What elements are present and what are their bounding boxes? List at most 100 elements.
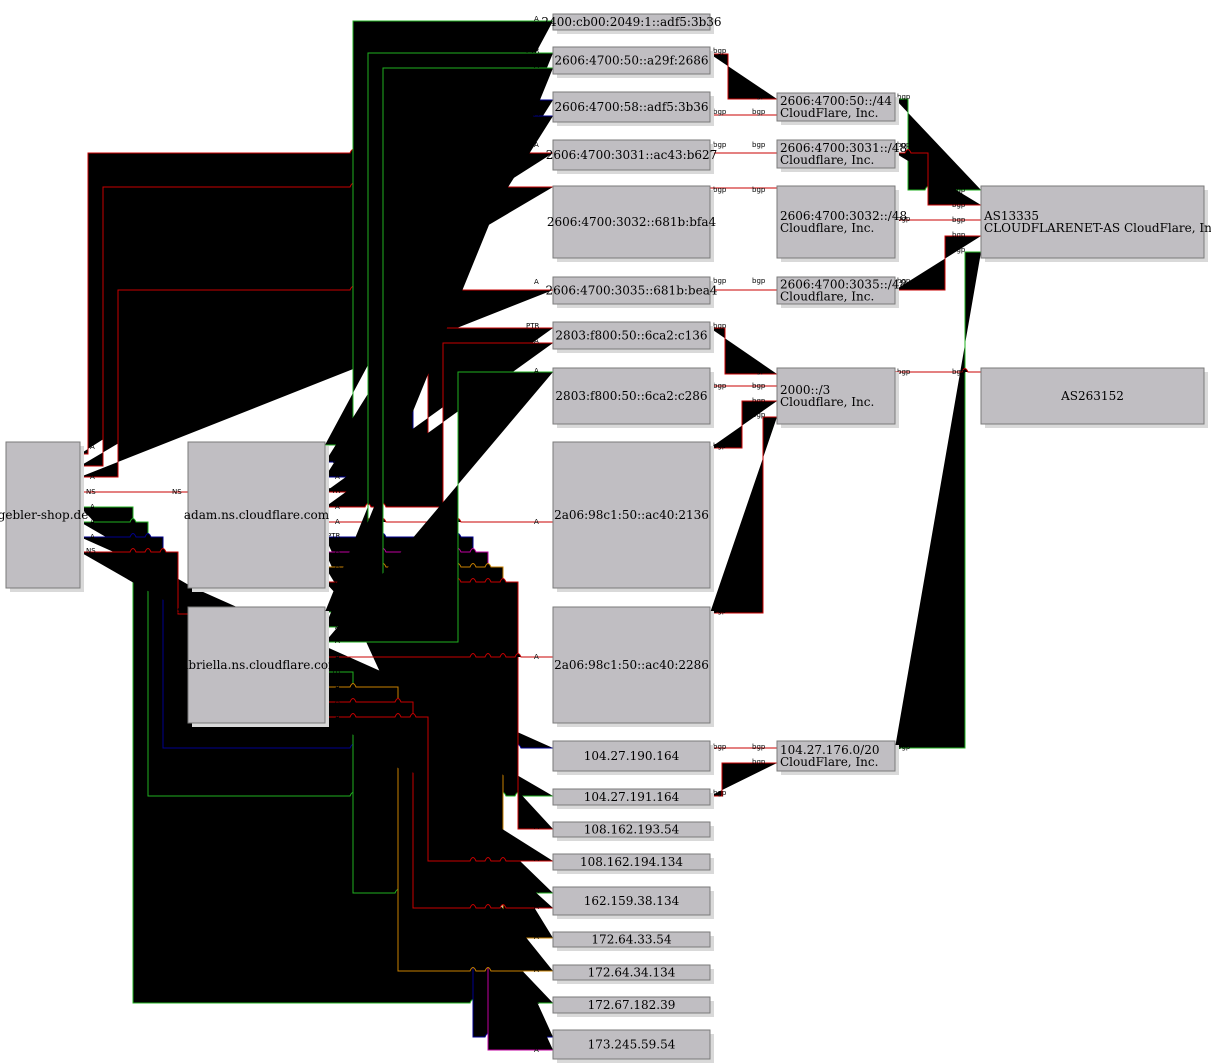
edge-gebler-ip-190-tail-label: A (90, 533, 95, 541)
edge-bgp-191-pfx104 (710, 762, 777, 797)
node-ip-3035[interactable]: 2606:4700:3035::681b:bea4 (546, 276, 718, 308)
node-ip-193[interactable]: 108.162.193.54 (552, 821, 714, 841)
node-ip-c286[interactable]: 2803:f800:50::6ca2:c286 (552, 367, 714, 428)
edge-bgp-a29f-pfx44 (710, 53, 777, 100)
edge-gabriella-ip-c286-head-label: A (534, 367, 539, 375)
node-box (980, 185, 1205, 259)
edge-bgp-3035-pfx3035-head-label: bgp (752, 277, 766, 285)
edge-gabriella-ip-34 (325, 683, 553, 972)
edge-gebler-ip-191-tail-label: A (90, 518, 95, 526)
node-ip-162[interactable]: 162.159.38.134 (552, 886, 714, 919)
edge-bgp-pfx3035-as13335 (895, 235, 981, 291)
node-box (776, 367, 896, 425)
node-label: 2606:4700:3035::/48 (780, 278, 907, 292)
node-ip-3031[interactable]: 2606:4700:3031::ac43:b627 (546, 139, 718, 174)
node-box (552, 853, 711, 871)
edge-bgp-c286-pfx2000-tail-label: bgp (713, 382, 727, 390)
edge-gebler-ip-3035-head-label: A (534, 278, 539, 286)
edge-adam-ip-173-ptr-tail-label: PTR (327, 532, 340, 540)
edge-gebler-ip-182-head-label: A (534, 998, 539, 1006)
edge-gabriella-ip-34-tail-label: A (335, 683, 340, 691)
node-label: 2606:4700:50::a29f:2686 (555, 54, 709, 68)
node-label: 2400:cb00:2049:1::adf5:3b36 (541, 15, 721, 29)
edge-bgp-3032-pfx3032-tail-label: bgp (713, 186, 727, 194)
node-ip-2400[interactable]: 2400:cb00:2049:1::adf5:3b36 (541, 13, 722, 34)
node-ip-2286[interactable]: 2a06:98c1:50::ac40:2286 (552, 606, 714, 727)
node-ip-173[interactable]: 173.245.59.54 (552, 1029, 714, 1063)
node-ip-3032[interactable]: 2606:4700:3032::681b:bfa4 (547, 185, 717, 262)
node-gebler[interactable]: gebler-shop.de (0, 441, 88, 592)
nodes-layer: gebler-shop.de adam.ns.cloudflare.com gabr… (0, 13, 1211, 1063)
node-label: 2803:f800:50::6ca2:c286 (555, 389, 707, 403)
edge-gebler-ip-3031-tail-label: A (90, 443, 95, 451)
node-label: Cloudflare, Inc. (780, 395, 874, 409)
edge-bgp-190-pfx104-head-label: bgp (752, 743, 766, 751)
edge-gebler-gabriella-head-label: NS (172, 607, 182, 615)
node-box (552, 606, 711, 724)
edge-adam-ip-33-head-label: A (534, 933, 539, 941)
node-ip-182[interactable]: 172.67.182.39 (552, 996, 714, 1017)
node-ip-a29f[interactable]: 2606:4700:50::a29f:2686 (552, 46, 714, 78)
node-ip-34[interactable]: 172.64.34.134 (552, 964, 714, 984)
node-as263152[interactable]: AS263152 (980, 367, 1208, 428)
node-ip-2136[interactable]: 2a06:98c1:50::ac40:2136 (552, 441, 714, 592)
edge-adam-ip-2400-tail-label: A (335, 441, 340, 449)
edge-adam-ip-c136-ptr-tail-label: PTR (327, 487, 340, 495)
edge-adam-ip-173-ptr-head-label: PTR (526, 1030, 539, 1038)
node-label: Cloudflare, Inc. (780, 221, 874, 235)
edge-bgp-191-pfx104-head-label: bgp (752, 758, 766, 766)
edge-gabriella-ip-194-tail-label: A (335, 713, 340, 721)
edge-adam-ip-c136-head-label: A (534, 337, 539, 345)
edge-bgp-c136-pfx2000 (710, 327, 777, 375)
edge-gebler-ip-3035-tail-label: A (90, 473, 95, 481)
node-label: 2606:4700:3035::681b:bea4 (546, 284, 718, 298)
node-box (552, 1029, 711, 1060)
node-label: 2606:4700:3031::/48 (780, 141, 907, 155)
edge-gabriella-ip-194-head-label: A (534, 855, 539, 863)
edge-gabriella-ip-2286-head-label: A (534, 653, 539, 661)
node-box (552, 740, 711, 772)
node-adam[interactable]: adam.ns.cloudflare.com (184, 441, 330, 592)
node-box (552, 321, 711, 350)
node-label: 104.27.176.0/20 (780, 743, 879, 757)
node-ip-adf5[interactable]: 2606:4700:58::adf5:3b36 (552, 91, 714, 126)
edge-bgp-a29f-pfx44-head-label: bgp (752, 92, 766, 100)
node-ip-191[interactable]: 104.27.191.164 (552, 788, 714, 809)
node-label: CloudFlare, Inc. (780, 106, 878, 120)
edge-bgp-3035-pfx3035-tail-label: bgp (713, 277, 727, 285)
edge-gabriella-ip-a29f-head-label: A (534, 62, 539, 70)
edge-bgp-2136-pfx2000-tail-label: bgp (713, 442, 727, 450)
edge-bgp-pfx2000-as263152 (895, 368, 981, 373)
node-ip-c136[interactable]: 2803:f800:50::6ca2:c136 (552, 321, 714, 353)
edge-bgp-a29f-pfx44-tail-label: bgp (713, 47, 727, 55)
edge-bgp-pfx3032-as13335-head-label: bgp (952, 216, 966, 224)
node-box (552, 821, 711, 838)
edge-gabriella-ip-194 (325, 713, 553, 862)
node-box (552, 367, 711, 425)
node-box (552, 788, 711, 806)
edge-gebler-ip-3031-head-label: A (534, 141, 539, 149)
node-box (187, 441, 326, 589)
edge-adam-ip-adf5-ptr-tail-label: PTR (327, 457, 340, 465)
node-box (552, 886, 711, 916)
node-label: 172.64.33.54 (591, 933, 672, 947)
node-ip-194[interactable]: 108.162.194.134 (552, 853, 714, 874)
edge-gabriella-ip-2286 (325, 653, 553, 658)
edge-gabriella-ip-162-head-label: A (534, 903, 539, 911)
node-label: 172.64.34.134 (588, 966, 676, 980)
node-label: 2803:f800:50::6ca2:c136 (555, 329, 707, 343)
node-label: CLOUDFLARENET-AS CloudFlare, Inc. (984, 221, 1211, 235)
edge-bgp-c136-pfx2000-head-label: bgp (752, 367, 766, 375)
edge-gebler-gabriella (80, 548, 188, 615)
node-gabriella[interactable]: gabriella.ns.cloudflare.com (174, 606, 340, 727)
node-ip-33[interactable]: 172.64.33.54 (552, 931, 714, 951)
node-box (552, 441, 711, 589)
node-ip-190[interactable]: 104.27.190.164 (552, 740, 714, 775)
